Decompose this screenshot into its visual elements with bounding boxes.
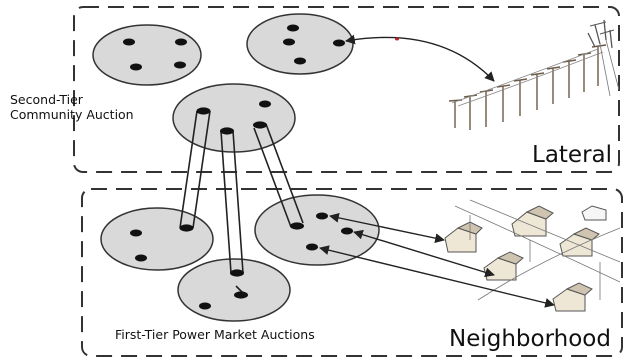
tier-connector-tubes — [179, 107, 304, 299]
auction-node — [130, 229, 142, 237]
auction-node — [135, 254, 147, 262]
market-auction-bottom — [177, 258, 291, 322]
auction-node — [259, 100, 271, 108]
neighborhood-label: Neighborhood — [449, 326, 611, 352]
auction-node — [306, 243, 318, 251]
community-auction-2 — [246, 13, 354, 75]
arrow-auction-to-lateral — [345, 34, 495, 82]
connection-arrows — [319, 34, 555, 308]
auction-node — [341, 227, 353, 235]
market-auction-right — [254, 194, 380, 266]
house-cluster-icon — [444, 199, 621, 312]
auction-node — [130, 63, 142, 71]
red-marker — [395, 37, 399, 41]
second-tier-label-line2: Community Auction — [10, 107, 134, 122]
auction-node — [287, 24, 299, 32]
auction-node — [174, 61, 186, 69]
utility-pole-line-icon — [448, 19, 620, 130]
first-tier-label: First-Tier Power Market Auctions — [115, 327, 315, 342]
lateral-label: Lateral — [532, 142, 612, 168]
neighborhood-region — [81, 188, 623, 357]
auction-node — [333, 39, 345, 47]
community-auction-1 — [92, 24, 202, 86]
auction-node — [283, 38, 295, 46]
auction-node — [316, 212, 328, 220]
auction-node — [199, 302, 211, 310]
auction-node — [123, 38, 135, 46]
auction-node — [294, 57, 306, 65]
auction-node — [175, 38, 187, 46]
arrow-auction-to-house-3 — [319, 245, 555, 308]
market-auction-left — [100, 207, 214, 271]
second-tier-label-line1: Second-Tier — [10, 92, 84, 107]
